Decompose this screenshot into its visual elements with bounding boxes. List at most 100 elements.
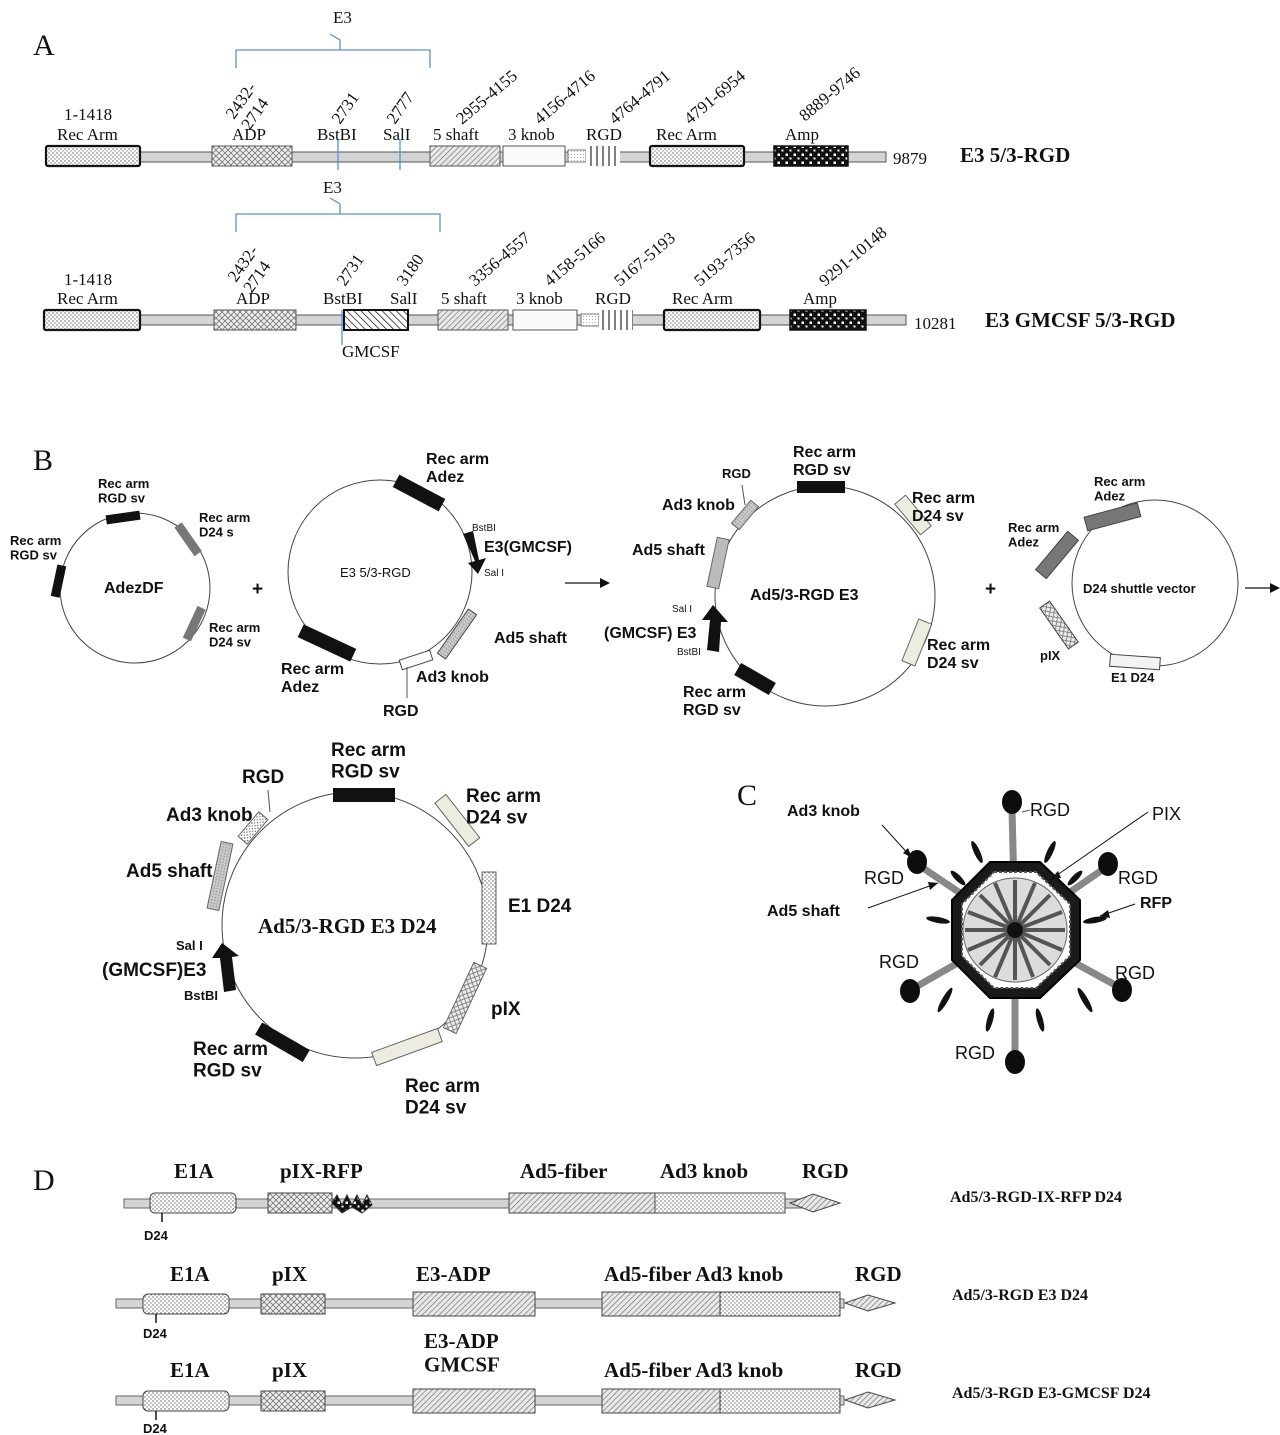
label-5-shaft: 5 shaft [441,289,487,308]
row1-name: Ad5/3-RGD-IX-RFP D24 [950,1189,1122,1206]
p5-rgd: RGD [242,767,284,788]
coord-4: 2777 [383,88,418,127]
p5-bstbi: BstBI [184,988,218,1003]
construct2-labels: Rec Arm ADP BstBI SalI 5 shaft 3 knob RG… [57,289,837,308]
coord-8: 4791-6954 [680,66,749,128]
label-rgd: RGD [586,125,622,144]
text-line: Rec arm [683,684,746,701]
p2-e3: E3(GMCSF) [484,539,572,556]
p3-rgd: RGD [722,466,751,481]
rgd-4: RGD [1115,963,1155,983]
p2-knob: Ad3 knob [416,669,489,686]
label-rgd: RGD [595,289,631,308]
label-bstbi: BstBI [317,125,357,144]
bracket-label-2: E3 [323,178,342,197]
bracket-label: E3 [333,8,352,27]
p5-shaft: Ad5 shaft [126,861,213,882]
shaft-label: Ad5 shaft [767,903,841,920]
coord-7: 4764-4791 [605,66,674,128]
rgd-2: RGD [1118,868,1158,888]
coord-3: 2731 [328,89,363,128]
row3-name: Ad5/3-RGD E3-GMCSF D24 [952,1385,1151,1402]
row1-d24: D24 [144,1228,169,1243]
p2-shaft: Ad5 shaft [494,630,568,647]
text-line: Adez [281,679,319,696]
row2-e1a: E1A [170,1262,211,1286]
p5-pix: pIX [491,999,521,1020]
row3-rgd: RGD [855,1358,902,1382]
text-line: Rec arm [98,476,149,491]
text-line: Rec arm [466,786,541,807]
text-line: Rec arm [1008,520,1059,535]
e3-53-center: E3 5/3-RGD [340,565,411,580]
text-line: Adez [1094,489,1126,504]
genome-row-e3: D24 E1A pIX E3-ADP Ad5-fiber Ad3 knob RG… [115,1262,1088,1341]
row3-fiber-knob: Ad5-fiber Ad3 knob [604,1358,783,1382]
row1-pix-rfp: pIX-RFP [280,1159,363,1183]
row1-e1a: E1A [174,1159,215,1183]
text-line: RGD sv [193,1060,262,1081]
construct2-coords: 1-1418 2432-2714 2731 3180 3356-4557 415… [64,223,891,297]
label-amp: Amp [785,125,819,144]
ad53-e3-d24-center: Ad5/3-RGD E3 D24 [258,914,437,938]
adezdf-center: AdezDF [104,580,164,597]
p3-shaft: Ad5 shaft [632,542,706,559]
row2-fiber-knob: Ad5-fiber Ad3 knob [604,1262,783,1286]
coord-9: 8889-9746 [795,63,864,125]
row3-e1a: E1A [170,1358,211,1382]
construct-e3-gmcsf-53-rgd: E3 10281 E3 GMCSF 5/3-RGD GMCSF Rec Arm … [42,178,1176,361]
coord-2: 2432-2714 [224,242,278,297]
text-line: GMCSF [424,1353,500,1377]
p5-e3: (GMCSF)E3 [102,960,207,981]
rfp-label: RFP [1140,895,1172,912]
fiber-knobs [900,790,1132,1074]
label-3-knob: 3 knob [508,125,555,144]
label-rec-arm-2: Rec Arm [672,289,733,308]
p4-pix: pIX [1040,648,1061,663]
text-line: E3-ADP [424,1329,499,1353]
text-line: RGD sv [98,491,146,506]
coord-1: 1-1418 [64,270,112,289]
row1-rgd: RGD [802,1159,849,1183]
text-line: Rec arm [281,661,344,678]
coord-6: 4156-4716 [530,66,599,128]
text-line: Rec arm [426,451,489,468]
p4-e1: E1 D24 [1111,670,1155,685]
text-line: Rec arm [209,620,260,635]
p5-e1: E1 D24 [508,896,572,917]
coord-3: 2731 [333,251,368,290]
text-line: Adez [426,469,464,486]
construct1-name: E3 5/3-RGD [960,143,1070,167]
coord-1: 1-1418 [64,105,112,124]
panel-label-d: D [33,1164,55,1197]
label-3-knob: 3 knob [516,289,563,308]
construct1-coords: 1-1418 2432-2714 2731 2777 2955-4155 415… [64,63,864,133]
label-sali: SalI [383,125,411,144]
row2-rgd: RGD [855,1262,902,1286]
label-adp: ADP [232,125,266,144]
text-line: RGD sv [793,462,851,479]
label-amp: Amp [803,289,837,308]
label-rec-arm: Rec Arm [57,125,118,144]
d24-center: D24 shuttle vector [1083,581,1196,596]
arrow-2 [1245,583,1280,593]
plus-2: + [985,579,996,600]
text-line: D24 s [199,525,234,540]
p5-knob: Ad3 knob [166,805,253,826]
